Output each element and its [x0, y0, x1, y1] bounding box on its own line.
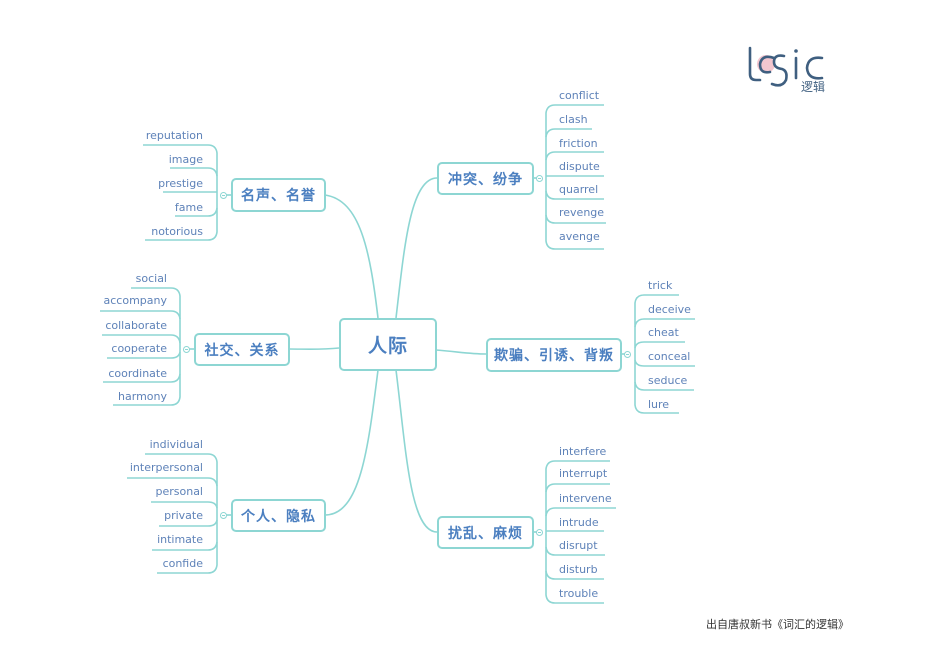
leaf-social[interactable]: social [135, 272, 167, 285]
collapse-toggle-private[interactable] [220, 512, 227, 519]
leaf-private[interactable]: private [164, 509, 203, 522]
leaf-confide[interactable]: confide [162, 557, 203, 570]
leaf-harmony[interactable]: harmony [118, 390, 167, 403]
leaf-notorious[interactable]: notorious [151, 225, 203, 238]
central-topic[interactable]: 人际 [339, 318, 437, 371]
branch-social[interactable]: 社交、关系 [194, 333, 290, 366]
leaf-interfere[interactable]: interfere [559, 445, 607, 458]
leaf-individual[interactable]: individual [149, 438, 203, 451]
leaf-image[interactable]: image [168, 153, 203, 166]
leaf-quarrel[interactable]: quarrel [559, 183, 599, 196]
collapse-toggle-trouble[interactable] [536, 529, 543, 536]
leaf-interpersonal[interactable]: interpersonal [129, 461, 203, 474]
branch-trouble[interactable]: 扰乱、麻烦 [437, 516, 534, 549]
leaf-disturb[interactable]: disturb [559, 563, 598, 576]
leaf-deceive[interactable]: deceive [648, 303, 691, 316]
leaf-interrupt[interactable]: interrupt [559, 467, 608, 480]
branch-conflict[interactable]: 冲突、纷争 [437, 162, 534, 195]
leaf-avenge[interactable]: avenge [559, 230, 600, 243]
logo-subtitle: 逻辑 [801, 80, 826, 94]
leaf-clash[interactable]: clash [559, 113, 588, 126]
leaf-lure[interactable]: lure [648, 398, 670, 411]
leaf-seduce[interactable]: seduce [648, 374, 688, 387]
collapse-toggle-deceit[interactable] [624, 351, 631, 358]
leaf-intimate[interactable]: intimate [157, 533, 203, 546]
leaf-conflict[interactable]: conflict [559, 89, 600, 102]
leaf-fame[interactable]: fame [174, 201, 203, 214]
leaf-intrude[interactable]: intrude [559, 516, 599, 529]
leaf-trick[interactable]: trick [648, 279, 673, 292]
leaf-collaborate[interactable]: collaborate [105, 319, 167, 332]
leaf-coordinate[interactable]: coordinate [108, 367, 167, 380]
collapse-toggle-reputation[interactable] [220, 192, 227, 199]
branch-deceit[interactable]: 欺骗、引诱、背叛 [486, 338, 622, 372]
branch-private[interactable]: 个人、隐私 [231, 499, 326, 532]
leaf-personal[interactable]: personal [155, 485, 203, 498]
branch-reputation[interactable]: 名声、名誉 [231, 178, 326, 212]
leaf-intervene[interactable]: intervene [559, 492, 612, 505]
leaf-cheat[interactable]: cheat [648, 326, 679, 339]
collapse-toggle-social[interactable] [183, 346, 190, 353]
leaf-cooperate[interactable]: cooperate [111, 342, 167, 355]
leaf-dispute[interactable]: dispute [559, 160, 600, 173]
leaf-revenge[interactable]: revenge [559, 206, 605, 219]
logic-logo [748, 46, 824, 87]
leaf-trouble[interactable]: trouble [559, 587, 599, 600]
collapse-toggle-conflict[interactable] [536, 175, 543, 182]
leaf-prestige[interactable]: prestige [158, 177, 203, 190]
source-credit: 出自唐叔新书《词汇的逻辑》 [706, 618, 849, 631]
leaf-disrupt[interactable]: disrupt [559, 539, 598, 552]
leaf-friction[interactable]: friction [559, 137, 598, 150]
leaf-conceal[interactable]: conceal [648, 350, 691, 363]
leaf-accompany[interactable]: accompany [103, 294, 168, 307]
leaf-reputation[interactable]: reputation [145, 129, 203, 142]
